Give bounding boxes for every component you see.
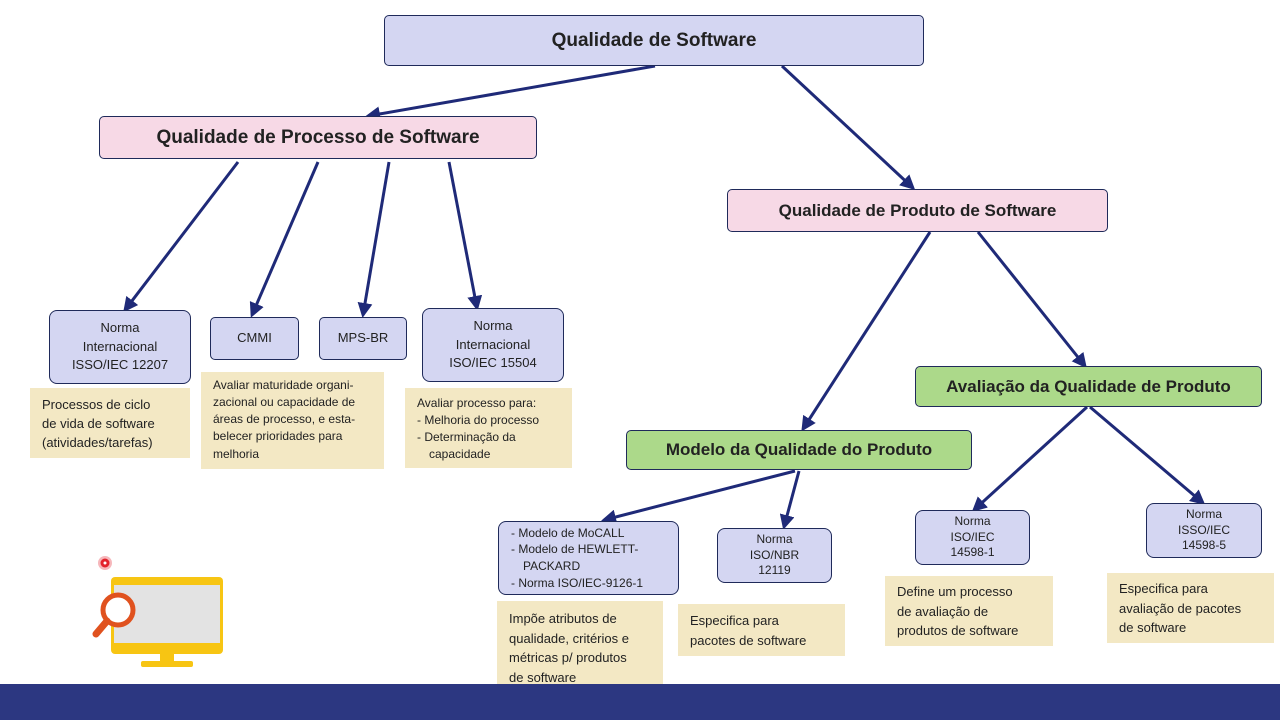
node-norma-12207: Norma Internacional ISSO/IEC 12207 [49, 310, 191, 384]
note-define-processo: Define um processo de avaliação de produ… [885, 576, 1053, 646]
arrow-root-to-produto [780, 64, 916, 191]
node-norma-14598-5: Norma ISSO/IEC 14598-5 [1146, 503, 1262, 558]
node-qualidade-de-produto: Qualidade de Produto de Software [727, 189, 1108, 232]
arrow-processo-to-cmmi [249, 161, 320, 318]
note-avaliar-processo-list: Melhoria do processo Determinação da cap… [417, 412, 560, 463]
arrow-processo-to-12207 [123, 161, 240, 313]
arrow-processo-to-15504 [447, 161, 483, 311]
arrow-root-to-processo [365, 64, 656, 122]
arrow-avaliacao-to-14598-5 [1089, 405, 1206, 505]
list-item-text: Norma ISO/IEC-9126-1 [518, 575, 644, 590]
arrow-avaliacao-to-14598-1 [971, 405, 1089, 513]
note-impoe-atributos-text: Impõe atributos de qualidade, critérios … [509, 611, 629, 685]
note-especifica-avaliacao: Especifica para avaliação de pacotes de … [1107, 573, 1274, 643]
record-dot-icon [98, 556, 112, 570]
note-impoe-atributos: Impõe atributos de qualidade, critérios … [497, 601, 663, 692]
list-item-text: Determinação da capacidade [424, 430, 516, 462]
note-especifica-pacotes-text: Especifica para pacotes de software [690, 613, 807, 648]
note-avaliar-processo-title: Avaliar processo para: [417, 396, 537, 410]
node-norma-14598-1: Norma ISO/IEC 14598-1 [915, 510, 1030, 565]
node-norma-14598-5-label: Norma ISSO/IEC 14598-5 [1177, 507, 1230, 553]
node-mps-br: MPS-BR [319, 317, 407, 360]
note-ciclo-de-vida-text: Processos de ciclo de vida de software (… [42, 397, 155, 450]
list-item-text: Melhoria do processo [424, 413, 540, 428]
node-norma-15504: Norma Internacional ISO/IEC 15504 [422, 308, 564, 382]
arrow-modelo-to-list [601, 469, 796, 525]
modelos-list: Modelo de MoCALL Modelo de HEWLETT-PACKA… [511, 525, 663, 591]
node-qualidade-de-processo-label: Qualidade de Processo de Software [156, 126, 480, 148]
list-item: Melhoria do processo [417, 412, 560, 429]
node-modelo-da-qualidade: Modelo da Qualidade do Produto [626, 430, 972, 470]
list-item: Determinação da capacidade [417, 429, 560, 463]
monitor-magnifier-icon [92, 577, 223, 667]
list-item: Norma ISO/IEC-9126-1 [511, 575, 663, 592]
note-avaliar-processo: Avaliar processo para: Melhoria do proce… [405, 388, 572, 468]
node-norma-12119-label: Norma ISO/NBR 12119 [749, 532, 800, 578]
node-norma-12119: Norma ISO/NBR 12119 [717, 528, 832, 583]
list-item: Modelo de HEWLETT-PACKARD [511, 541, 663, 574]
node-qualidade-de-produto-label: Qualidade de Produto de Software [778, 200, 1057, 220]
note-define-processo-text: Define um processo de avaliação de produ… [897, 584, 1019, 638]
node-cmmi-label: CMMI [237, 330, 272, 346]
node-modelos-list: Modelo de MoCALL Modelo de HEWLETT-PACKA… [498, 521, 679, 595]
node-cmmi: CMMI [210, 317, 299, 360]
node-avaliacao-da-qualidade-label: Avaliação da Qualidade de Produto [946, 376, 1231, 396]
list-item-text: Modelo de HEWLETT-PACKARD [518, 542, 639, 573]
node-modelo-da-qualidade-label: Modelo da Qualidade do Produto [665, 440, 933, 459]
node-norma-14598-1-label: Norma ISO/IEC 14598-1 [950, 514, 995, 560]
note-especifica-avaliacao-text: Especifica para avaliação de pacotes de … [1119, 581, 1242, 635]
node-qualidade-de-software: Qualidade de Software [384, 15, 924, 66]
arrow-produto-to-avaliacao [976, 231, 1087, 369]
list-item: Modelo de MoCALL [511, 525, 663, 542]
arrow-modelo-to-12119 [779, 470, 801, 530]
note-especifica-pacotes: Especifica para pacotes de software [678, 604, 845, 656]
node-norma-15504-label: Norma Internacional ISO/IEC 15504 [449, 318, 537, 371]
node-qualidade-de-software-label: Qualidade de Software [551, 29, 757, 51]
node-qualidade-de-processo: Qualidade de Processo de Software [99, 116, 537, 159]
node-avaliacao-da-qualidade: Avaliação da Qualidade de Produto [915, 366, 1262, 407]
arrow-produto-to-modelo [801, 231, 932, 432]
note-cmmi: Avaliar maturidade organi- zacional ou c… [201, 372, 384, 469]
node-norma-12207-label: Norma Internacional ISSO/IEC 12207 [71, 320, 169, 373]
arrow-processo-to-mpsbr [357, 161, 391, 318]
note-ciclo-de-vida: Processos de ciclo de vida de software (… [30, 388, 190, 458]
node-mps-br-label: MPS-BR [337, 330, 389, 346]
bottom-bar [0, 684, 1280, 720]
note-cmmi-text: Avaliar maturidade organi- zacional ou c… [213, 378, 356, 461]
list-item-text: Modelo de MoCALL [518, 525, 625, 540]
